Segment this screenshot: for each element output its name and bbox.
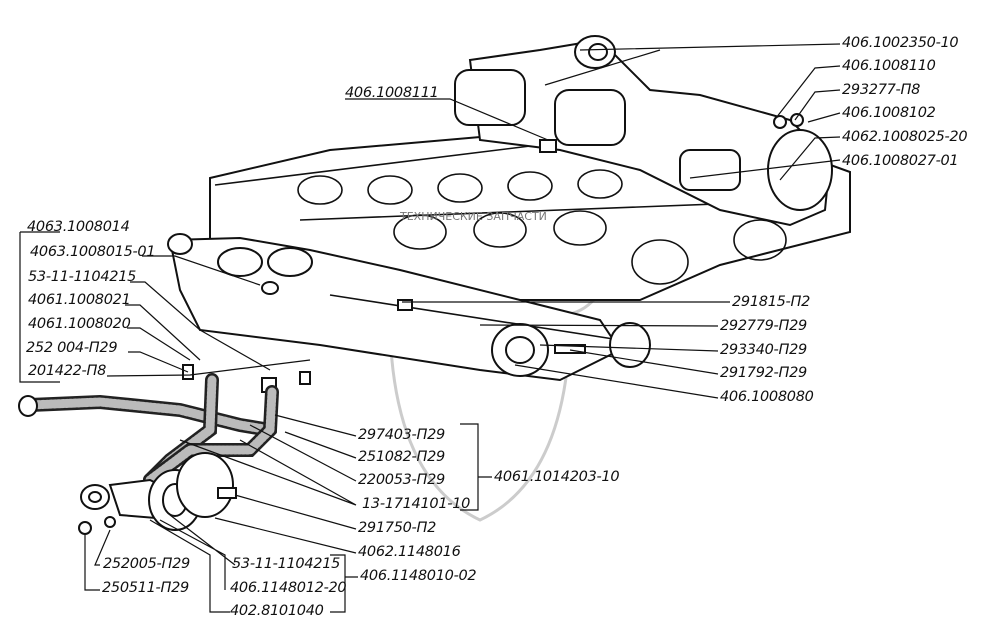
label-4063-1008015-01: 4063.1008015-01 <box>30 244 155 260</box>
label-406-1002350-10: 406.1002350-10 <box>842 35 958 51</box>
exhaust-manifold <box>454 35 833 227</box>
label-4061-1008021: 4061.1008021 <box>28 292 131 308</box>
label-292779-p29: 292779-П29 <box>720 318 807 334</box>
label-4062-1148016: 4062.1148016 <box>358 544 461 560</box>
thermostat-housing <box>78 452 237 535</box>
label-250511-p29: 250511-П29 <box>102 580 189 596</box>
part-labels: 406.1002350-10 406.1008110 293277-П8 406… <box>26 35 968 619</box>
label-293340-p29: 293340-П29 <box>720 342 807 358</box>
label-406-1008111: 406.1008111 <box>345 85 439 101</box>
label-53-11-1104215: 53-11-1104215 <box>28 269 136 285</box>
label-297403-p29: 297403-П29 <box>358 427 445 443</box>
label-406-1008110: 406.1008110 <box>842 58 936 74</box>
label-4061-1008020: 4061.1008020 <box>28 316 131 332</box>
label-406-1148012-20: 406.1148012-20 <box>230 580 346 596</box>
watermark-text: ТЕХНИЧЕСКИЕ ЗАПЧАСТИ <box>399 210 547 223</box>
label-252004-p29: 252 004-П29 <box>26 340 117 356</box>
leader-lines <box>19 43 841 613</box>
label-4063-1008014: 4063.1008014 <box>27 219 130 235</box>
label-406-1148010-02: 406.1148010-02 <box>360 568 476 584</box>
label-406-1008080: 406.1008080 <box>720 389 814 405</box>
label-220053-p29: 220053-П29 <box>358 472 445 488</box>
label-252005-p29: 252005-П29 <box>103 556 190 572</box>
coolant-hoses <box>18 373 279 487</box>
label-4061-1014203-10: 4061.1014203-10 <box>494 469 619 485</box>
label-406-1008102: 406.1008102 <box>842 105 936 121</box>
label-406-1008027-01: 406.1008027-01 <box>842 153 958 169</box>
label-251082-p29: 251082-П29 <box>358 449 445 465</box>
label-293277-p8: 293277-П8 <box>842 82 920 98</box>
intake-manifold <box>167 233 651 393</box>
label-291792-p29: 291792-П29 <box>720 365 807 381</box>
label-53-11-1104215-bottom: 53-11-1104215 <box>232 556 340 572</box>
label-13-1714101-10: 13-1714101-10 <box>362 496 470 512</box>
label-402-8101040: 402.8101040 <box>230 603 324 619</box>
label-201422-p8: 201422-П8 <box>28 363 106 379</box>
label-291815-p2: 291815-П2 <box>732 294 810 310</box>
label-4062-1008025-20: 4062.1008025-20 <box>842 129 967 145</box>
label-291750-p2: 291750-П2 <box>358 520 436 536</box>
